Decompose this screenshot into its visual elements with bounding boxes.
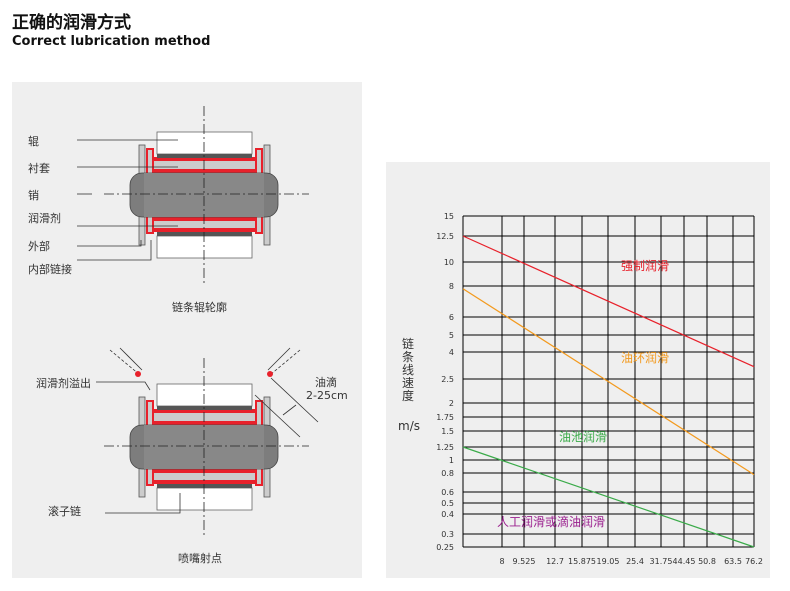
oil-drop-icon: [135, 371, 141, 377]
page-subtitle: Correct lubrication method: [12, 34, 211, 49]
x-tick-label: 12.7: [546, 557, 564, 566]
x-tick-label: 31.75: [650, 557, 673, 566]
y-tick-label: 5: [449, 331, 454, 340]
label-roller: 辊: [28, 135, 39, 148]
label-oil-drop: 油滴: [315, 376, 337, 389]
label-lubricant-overflow: 润滑剂溢出: [36, 377, 91, 390]
y-tick-label: 15: [444, 212, 454, 221]
page-title: 正确的润滑方式: [12, 13, 131, 33]
series-label: 强制润滑: [621, 259, 669, 273]
y-tick-label: 0.25: [436, 543, 454, 552]
series-label: 人工润滑或滴油润滑: [497, 514, 605, 529]
y-tick-label: 1.5: [441, 427, 454, 436]
y-tick-label: 0.4: [441, 510, 454, 519]
label-roller-chain: 滚子链: [48, 505, 81, 518]
y-tick-label: 6: [449, 313, 454, 322]
y-tick-label: 1.75: [436, 413, 454, 422]
series-label: 油池润滑: [559, 430, 607, 444]
y-tick-label: 1.25: [436, 443, 454, 452]
x-tick-label: 15.875: [568, 557, 596, 566]
label-drip-distance: 2-25cm: [306, 389, 348, 402]
oil-drop-icon: [267, 371, 273, 377]
chain-diagrams: [77, 105, 319, 539]
y-tick-label: 2.5: [441, 375, 454, 384]
x-tick-label: 9.525: [513, 557, 536, 566]
series-label: 油环润滑: [621, 351, 669, 365]
x-tick-label: 44.45: [673, 557, 696, 566]
y-tick-label: 10: [444, 258, 454, 267]
label-pin: 销: [28, 189, 39, 202]
y-tick-label: 0.8: [441, 469, 454, 478]
x-tick-label: 50.8: [698, 557, 716, 566]
y-tick-label: 0.3: [441, 530, 454, 539]
x-tick-label: 63.5: [724, 557, 742, 566]
x-tick-label: 76.2: [745, 557, 763, 566]
y-tick-label: 2: [449, 399, 454, 408]
y-tick-label: 12.5: [436, 232, 454, 241]
y-tick-label: 0.6: [441, 488, 454, 497]
series-line: [462, 288, 755, 476]
label-outer: 外部: [28, 240, 50, 253]
y-tick-label: 1: [449, 456, 454, 465]
caption-roller-profile: 链条辊轮廓: [172, 301, 227, 314]
x-tick-label: 25.4: [626, 557, 644, 566]
caption-nozzle-spray: 喷嘴射点: [178, 552, 222, 565]
y-tick-label: 8: [449, 282, 454, 291]
series-line: [462, 446, 755, 548]
y-axis-label: 链条线速度: [402, 337, 415, 403]
series-line: [462, 235, 755, 368]
x-tick-label: 8: [499, 557, 504, 566]
y-tick-label: 0.5: [441, 499, 454, 508]
x-tick-label: 19.05: [597, 557, 620, 566]
label-bushing: 衬套: [28, 162, 50, 175]
label-inner-link: 内部链接: [28, 263, 72, 276]
label-lubricant: 润滑剂: [28, 212, 61, 225]
y-tick-label: 4: [449, 348, 454, 357]
chart-panel: [386, 162, 770, 578]
y-axis-unit: m/s: [398, 419, 420, 433]
